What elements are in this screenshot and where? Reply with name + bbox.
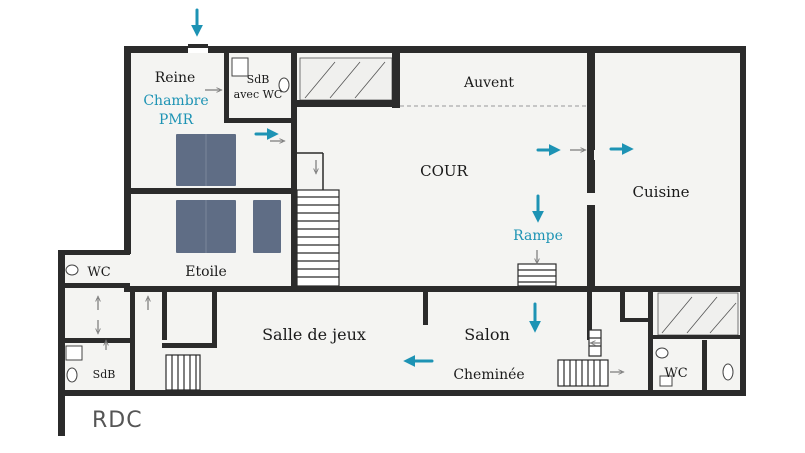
fixtures (65, 57, 734, 387)
sink-wc-right (655, 347, 669, 359)
walls (58, 46, 746, 436)
stair-left (165, 354, 201, 391)
toilet-wc-right (722, 363, 734, 381)
stair-rampe (517, 263, 557, 287)
label-pmr: PMR (159, 112, 194, 128)
shower-sdb-bottom (65, 345, 83, 361)
label-auvent: Auvent (463, 75, 514, 91)
stair-salon (557, 329, 609, 387)
label-wc-left: WC (87, 265, 110, 280)
bed-etoile-single (253, 200, 281, 253)
toilet-sdb-top (278, 77, 290, 93)
toilet-sdb-bottom (66, 367, 78, 383)
shower-sdb-top (231, 57, 249, 77)
label-cuisine: Cuisine (633, 183, 690, 201)
label-salle-de-jeux: Salle de jeux (262, 325, 366, 344)
label-rampe: Rampe (513, 228, 563, 244)
label-cour: COUR (420, 162, 468, 180)
beds (176, 134, 281, 253)
label-chambre: Chambre (143, 93, 208, 109)
flow-arrows (191, 8, 634, 367)
sink-wc (659, 375, 673, 387)
label-sdb-bottom: SdB (93, 368, 116, 381)
label-wc-right: WC (664, 366, 687, 381)
entry-threshold (188, 44, 208, 48)
label-cheminee: Cheminée (453, 367, 524, 383)
label-sdb-top-wc: avec WC (234, 88, 283, 101)
label-etoile: Etoile (185, 264, 227, 280)
label-level: RDC (92, 408, 143, 433)
room-labels: Reine Chambre PMR SdB avec WC Auvent COU… (87, 70, 689, 433)
door-gaps (188, 46, 598, 160)
stairs (165, 152, 609, 391)
label-sdb-top: SdB (247, 73, 270, 86)
toilet-wc-left (65, 264, 79, 276)
label-salon: Salon (464, 325, 510, 344)
stair-courtyard (296, 152, 340, 287)
label-reine: Reine (155, 70, 196, 86)
door-markers (98, 90, 622, 372)
